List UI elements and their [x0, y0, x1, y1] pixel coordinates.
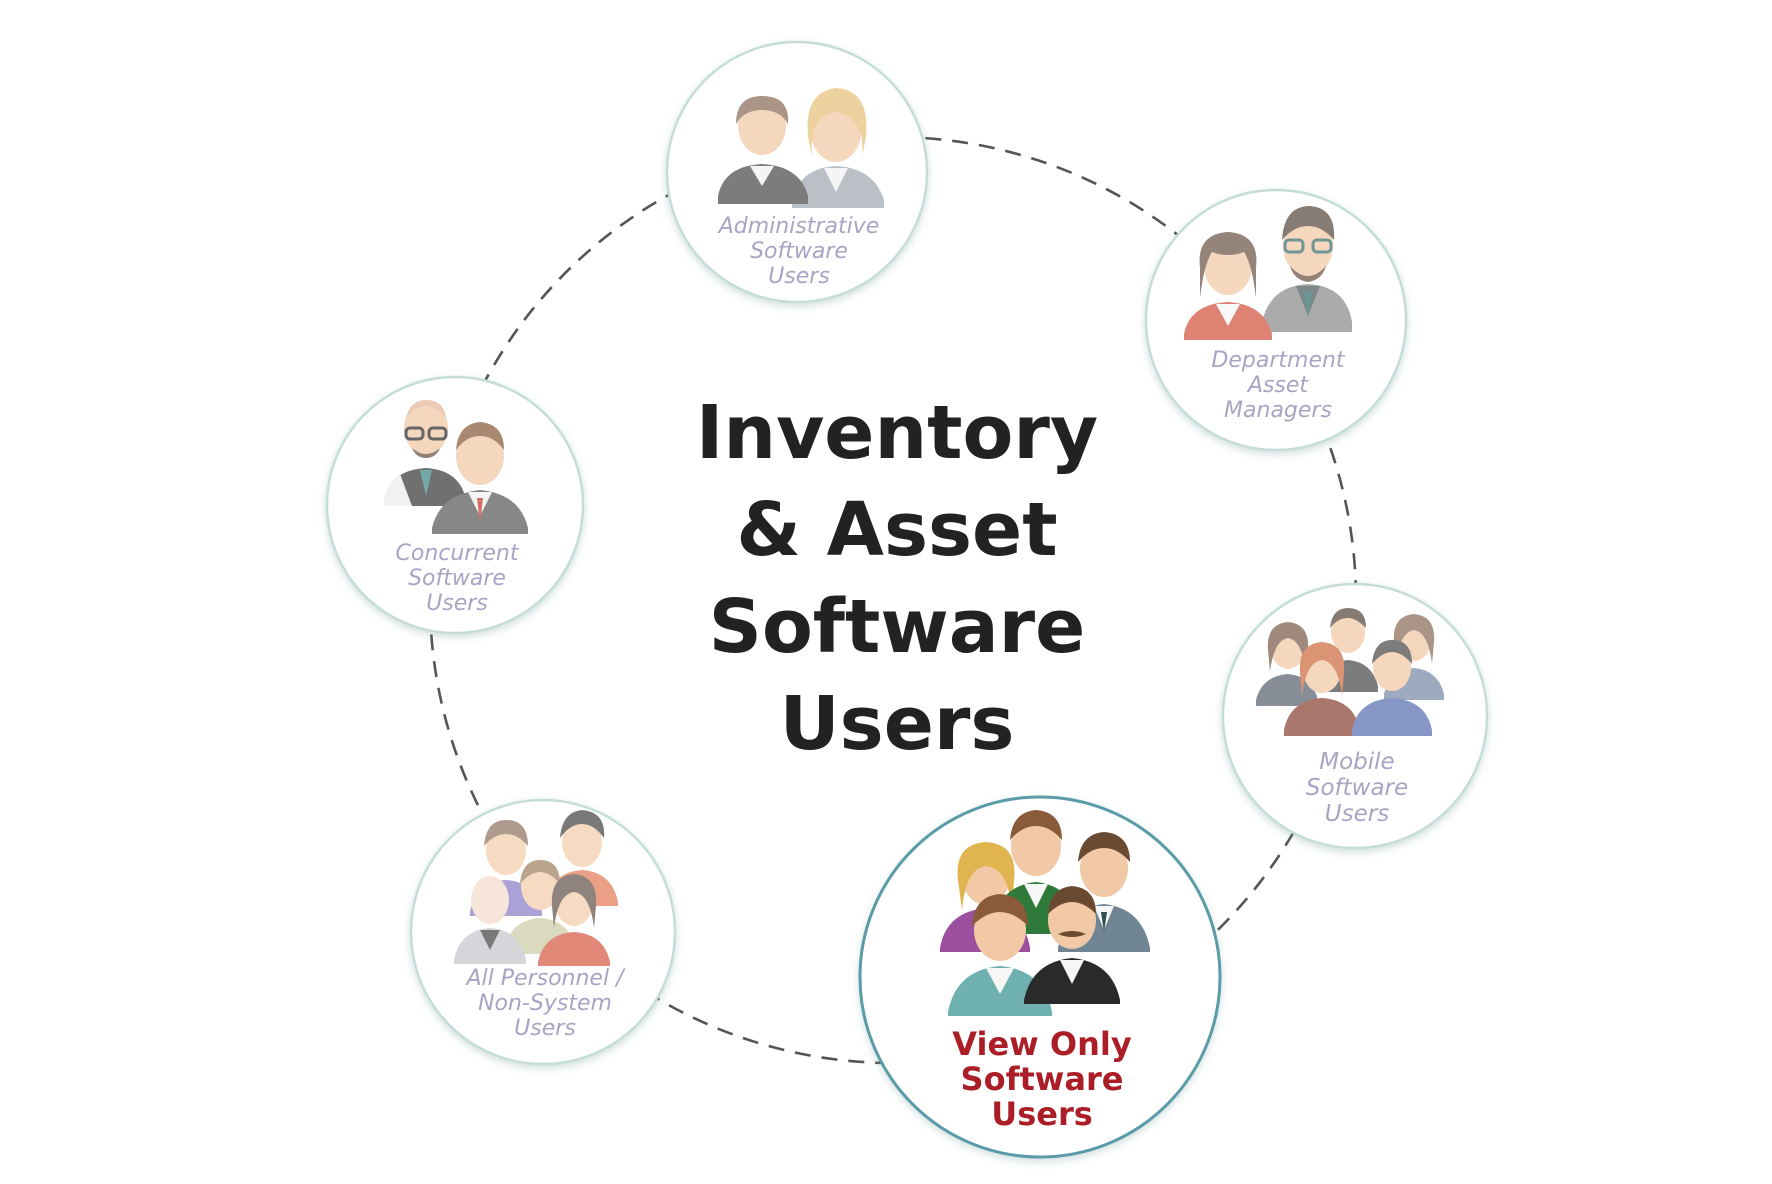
- node-all-personnel-label-2: Non-System: [478, 991, 612, 1016]
- node-department-label-3: Managers: [1224, 398, 1332, 423]
- center-title: Inventory & Asset Software Users: [696, 390, 1098, 767]
- node-mobile-label-2: Software: [1306, 775, 1408, 801]
- node-mobile[interactable]: Mobile Software Users: [1221, 582, 1489, 850]
- node-all-personnel-label-3: Users: [514, 1016, 576, 1041]
- node-view-only[interactable]: View Only Software Users: [858, 795, 1222, 1159]
- node-mobile-label-3: Users: [1325, 801, 1389, 827]
- node-administrative-label-3: Users: [768, 264, 830, 289]
- title-line-3: Software: [709, 584, 1086, 670]
- node-view-only-label-1: View Only: [952, 1025, 1132, 1063]
- node-administrative-label-2: Software: [750, 239, 848, 264]
- node-all-personnel[interactable]: All Personnel / Non-System Users: [409, 798, 677, 1066]
- node-concurrent-label-3: Users: [426, 591, 488, 616]
- node-department-label-1: Department: [1211, 348, 1346, 373]
- node-concurrent[interactable]: Concurrent Software Users: [325, 375, 585, 635]
- title-line-4: Users: [780, 681, 1015, 767]
- people-team-icon: [1256, 608, 1444, 736]
- node-administrative[interactable]: Administrative Software Users: [665, 40, 929, 304]
- node-administrative-label-1: Administrative: [717, 214, 880, 239]
- title-line-1: Inventory: [696, 390, 1098, 476]
- people-pair-bald-icon: [384, 400, 528, 534]
- people-team-light-icon: [454, 810, 618, 966]
- node-concurrent-label-1: Concurrent: [396, 541, 520, 566]
- node-all-personnel-label-1: All Personnel /: [465, 966, 627, 991]
- node-concurrent-label-2: Software: [408, 566, 506, 591]
- node-view-only-label-3: Users: [991, 1095, 1093, 1133]
- title-line-2: & Asset: [736, 487, 1057, 573]
- node-department[interactable]: Department Asset Managers: [1144, 188, 1408, 452]
- node-mobile-label-1: Mobile: [1319, 749, 1394, 775]
- people-pair-icon: [718, 88, 884, 208]
- node-department-label-2: Asset: [1246, 373, 1310, 398]
- people-team-active-icon: [940, 810, 1150, 1016]
- people-pair-glasses-icon: [1184, 206, 1352, 340]
- node-view-only-label-2: Software: [961, 1060, 1124, 1098]
